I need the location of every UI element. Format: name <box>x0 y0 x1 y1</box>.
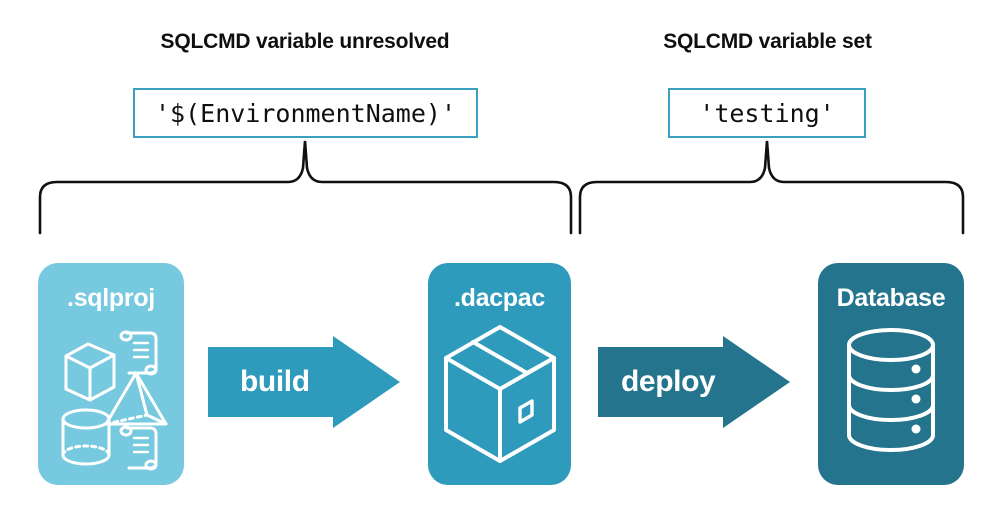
brace-left-icon <box>38 140 573 235</box>
brace-right-icon <box>578 140 965 235</box>
card-label-dacpac: .dacpac <box>453 284 545 312</box>
arrow-build: build <box>204 334 404 430</box>
scroll-icon <box>119 330 158 376</box>
cylinder-icon <box>61 408 111 466</box>
value-box-testing: 'testing' <box>668 88 866 138</box>
arrow-deploy: deploy <box>594 334 794 430</box>
card-label-sqlproj: .sqlproj <box>67 284 155 312</box>
stage-card-database: Database <box>818 263 964 485</box>
stage-card-dacpac: .dacpac <box>428 263 571 485</box>
arrow-deploy-label: deploy <box>621 365 716 398</box>
package-box-icon <box>444 325 556 463</box>
database-artwork <box>847 328 935 452</box>
arrow-build-label: build <box>240 365 310 398</box>
dacpac-artwork <box>444 325 556 463</box>
cube-icon <box>64 342 116 402</box>
database-status-dots-icon <box>911 364 921 434</box>
scroll-icon <box>119 425 158 471</box>
arrow-build-shape <box>208 336 400 428</box>
sqlproj-artwork <box>61 330 168 471</box>
arrow-deploy-shape <box>598 336 790 428</box>
heading-sqlcmd-variable-unresolved: SQLCMD variable unresolved <box>160 30 450 53</box>
value-box-environment-name: '$(EnvironmentName)' <box>133 88 478 138</box>
heading-sqlcmd-variable-set: SQLCMD variable set <box>663 30 872 53</box>
database-cylinder-icon <box>847 328 935 452</box>
pyramid-icon <box>104 371 168 426</box>
stage-card-sqlproj: .sqlproj <box>38 263 184 485</box>
card-label-database: Database <box>836 284 946 312</box>
